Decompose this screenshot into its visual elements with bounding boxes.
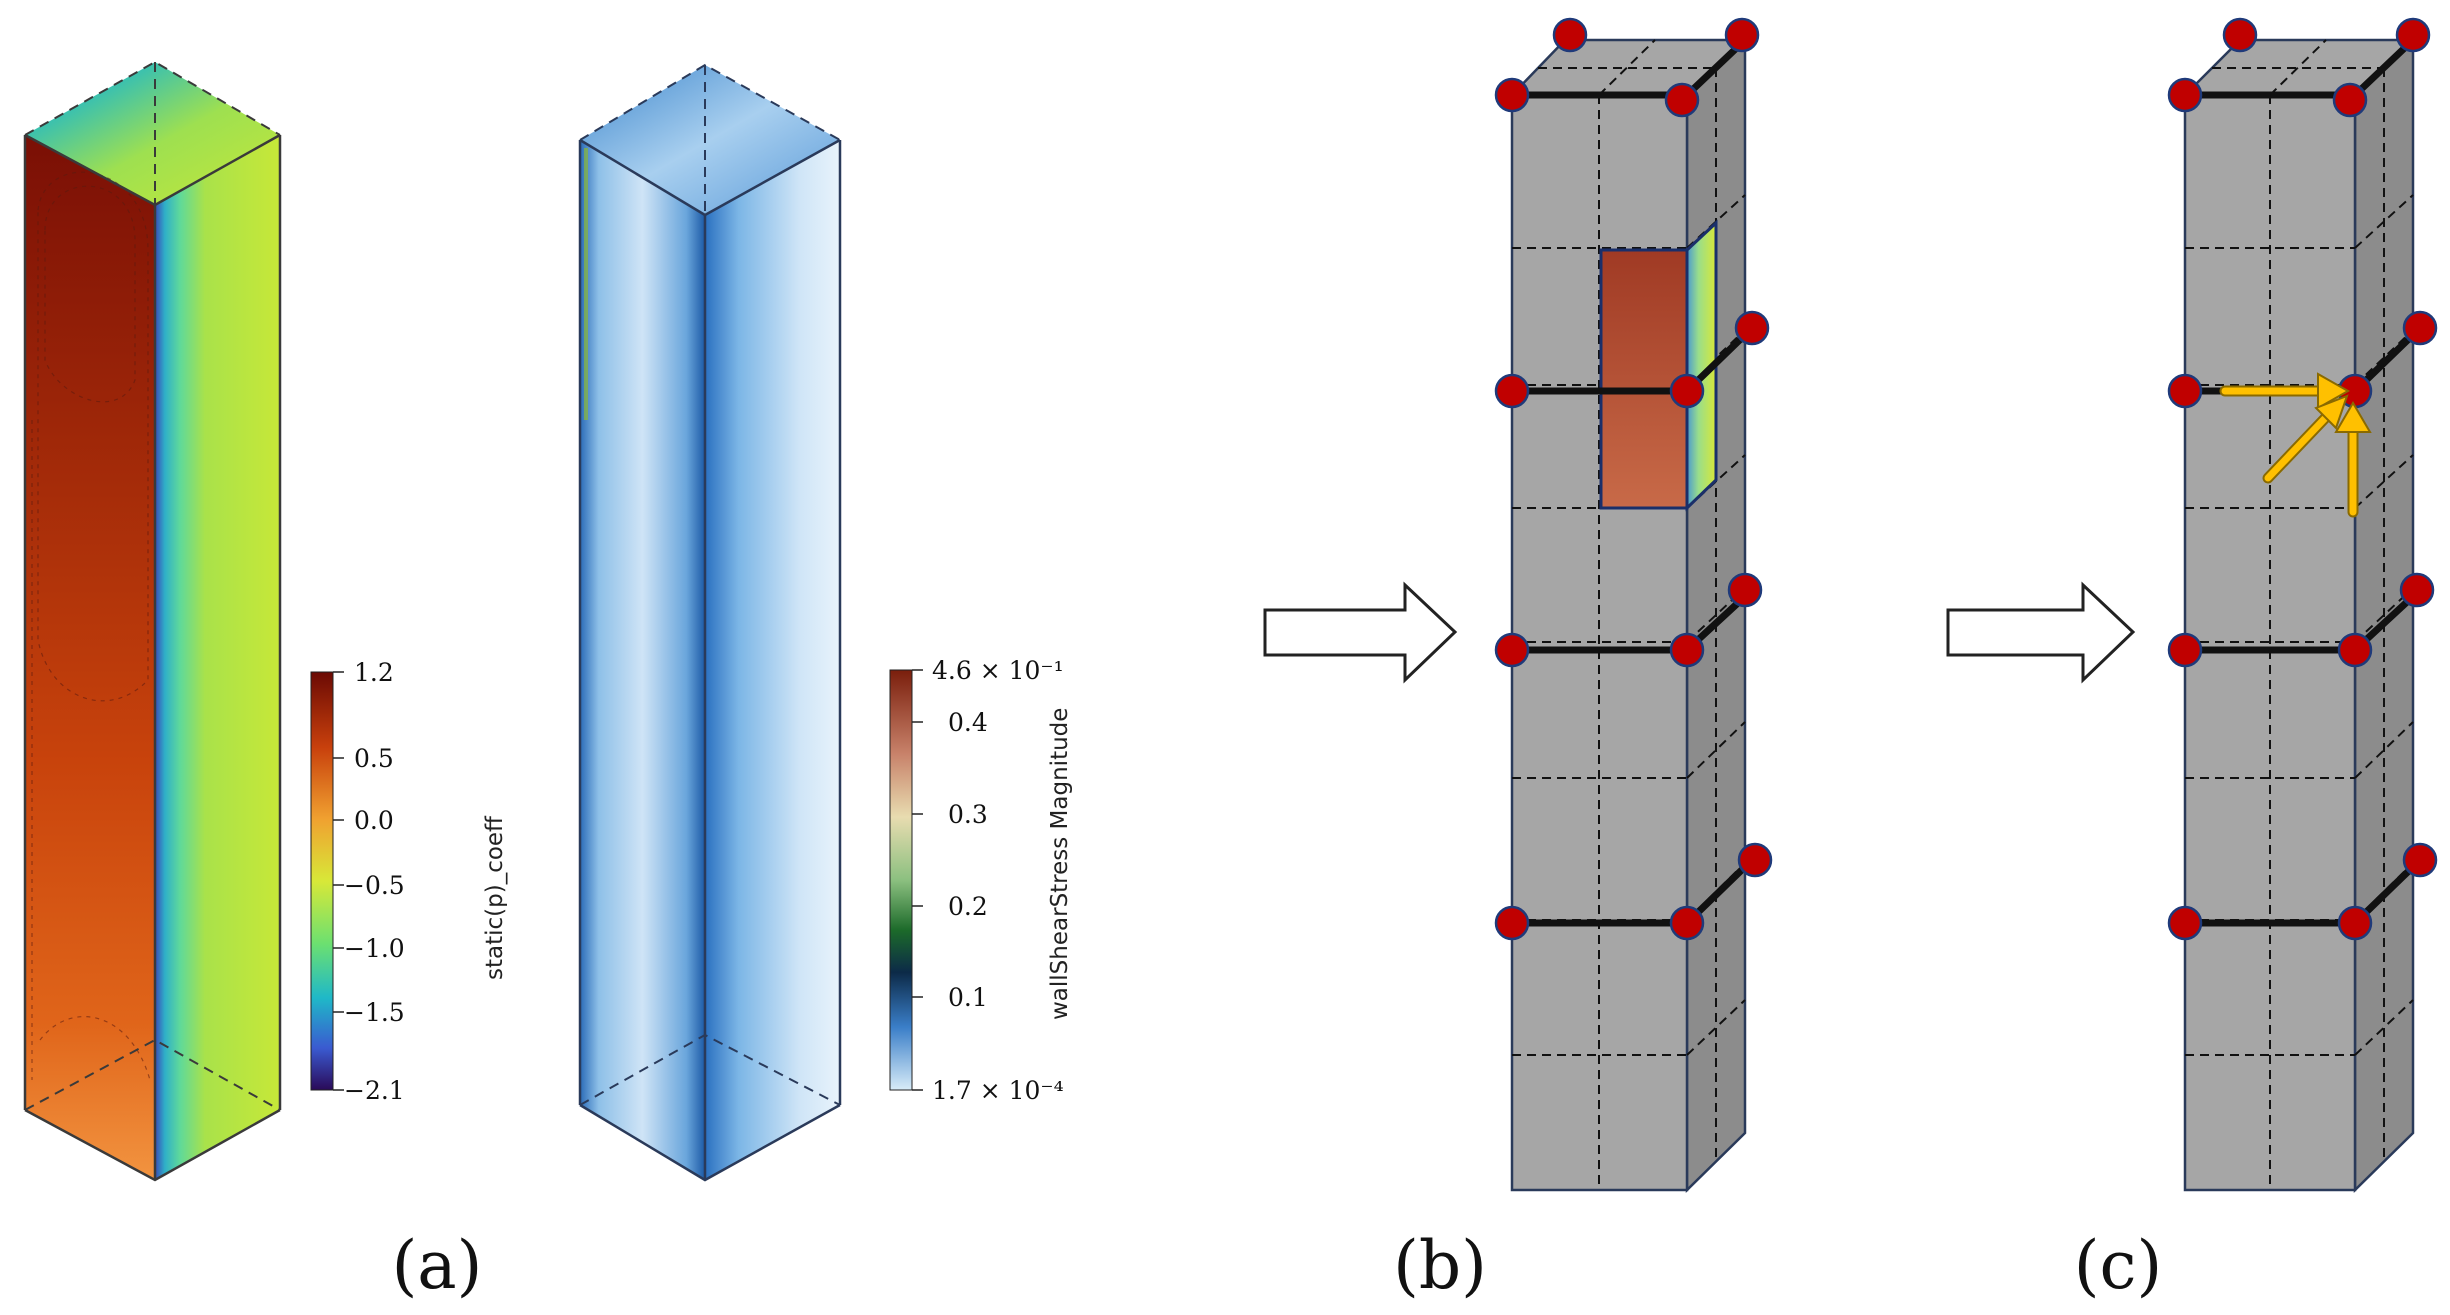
node-icon <box>1669 632 1705 668</box>
shear-tick-label: 0.2 <box>948 892 988 921</box>
shear-tick-label: 0.4 <box>948 708 988 737</box>
pressure-tick-labels: 1.2 0.5 0.0 −0.5 −1.0 −1.5 −2.1 <box>344 658 405 1105</box>
node-icon <box>1664 82 1700 118</box>
node-icon <box>2332 82 2368 118</box>
yellow-arrow-icon <box>2334 401 2372 518</box>
pressure-patch-side <box>1685 219 1718 512</box>
node-icon <box>1494 905 1530 941</box>
node-icon <box>2167 632 2203 668</box>
panel-label-b: (b) <box>1393 1227 1487 1304</box>
pressure-tick-label: 0.0 <box>354 806 394 835</box>
pressure-colorbar <box>310 671 334 1091</box>
node-icon <box>1727 572 1763 608</box>
grid-prism-c <box>2167 17 2438 1193</box>
node-icon <box>1552 17 1588 53</box>
pressure-tick-label: −0.5 <box>344 871 405 900</box>
pressure-ticks <box>333 671 344 1091</box>
yellow-arrow-icon <box>2219 372 2351 410</box>
node-icon <box>2395 17 2431 53</box>
node-icon <box>2167 77 2203 113</box>
pressure-legend-title: static(p)_coeff <box>482 815 508 980</box>
shear-side-face <box>705 140 840 1180</box>
shear-tick-label: 0.1 <box>948 983 988 1012</box>
shear-legend: 4.6 × 10⁻¹ 0.4 0.3 0.2 0.1 1.7 × 10⁻⁴ wa… <box>889 656 1073 1105</box>
pressure-patch <box>1599 248 1689 510</box>
panel-label-c: (c) <box>2074 1227 2162 1304</box>
pressure-side-face <box>155 135 280 1180</box>
pressure-tick-label: 0.5 <box>354 744 394 773</box>
node-icon <box>1494 632 1530 668</box>
pressure-tick-label: −1.5 <box>344 998 405 1027</box>
shear-tick-labels: 4.6 × 10⁻¹ 0.4 0.3 0.2 0.1 1.7 × 10⁻⁴ <box>932 656 1064 1105</box>
yellow-arrow-icon <box>2262 394 2349 484</box>
pressure-legend: 1.2 0.5 0.0 −0.5 −1.0 −1.5 −2.1 static(p… <box>310 658 508 1105</box>
node-icon <box>2402 842 2438 878</box>
node-icon <box>2402 310 2438 346</box>
node-icon <box>2167 905 2203 941</box>
node-icon <box>2399 572 2435 608</box>
pressure-tick-label: −1.0 <box>344 934 405 963</box>
hollow-right-arrow-icon <box>1263 581 1458 684</box>
node-icon <box>1494 373 1530 409</box>
shear-tick-label: 4.6 × 10⁻¹ <box>932 656 1064 685</box>
shear-front-face <box>580 140 705 1180</box>
node-group-b <box>1494 17 1773 941</box>
shear-top-face <box>580 65 840 215</box>
shear-hidden-edges <box>579 63 841 1106</box>
node-icon <box>1734 310 1770 346</box>
shear-tick-label: 1.7 × 10⁻⁴ <box>932 1076 1064 1105</box>
node-icon <box>2167 373 2203 409</box>
shear-prism <box>578 63 842 1182</box>
pressure-hidden-edges <box>24 60 281 1111</box>
shear-legend-title: wallShearStress Magnitude <box>1047 708 1073 1020</box>
node-icon <box>1669 373 1705 409</box>
hollow-right-arrow-icon <box>1946 581 2136 684</box>
shear-ticks <box>912 669 923 1091</box>
node-icon <box>1669 905 1705 941</box>
node-icon <box>1724 17 1760 53</box>
pressure-contours <box>31 171 151 1081</box>
grid-prism-b <box>1494 17 1773 1193</box>
node-icon <box>2337 632 2373 668</box>
shear-tick-label: 0.3 <box>948 800 988 829</box>
node-icon <box>2337 905 2373 941</box>
pressure-prism <box>23 60 282 1182</box>
pressure-tick-label: −2.1 <box>344 1076 405 1105</box>
node-icon <box>1494 77 1530 113</box>
node-group-c <box>2167 17 2438 941</box>
pressure-tick-label: 1.2 <box>354 658 394 687</box>
shear-colorbar <box>889 669 913 1091</box>
force-arrows <box>2219 372 2372 518</box>
node-icon <box>2222 17 2258 53</box>
panel-label-a: (a) <box>392 1227 483 1304</box>
node-icon <box>1737 842 1773 878</box>
